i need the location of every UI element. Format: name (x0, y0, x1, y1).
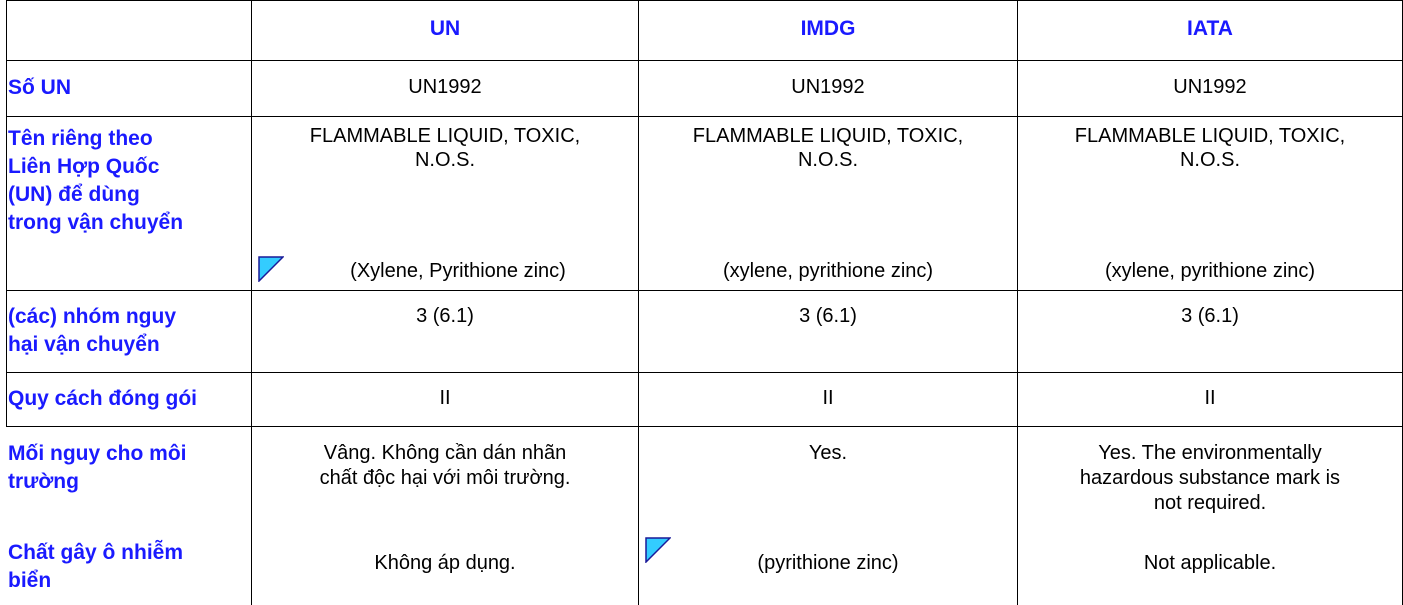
cell-line: FLAMMABLE LIQUID, TOXIC, (309, 125, 581, 147)
rule-col1 (251, 0, 252, 605)
marker-shape (645, 537, 671, 563)
label-un-number: Số UN (8, 76, 71, 99)
marine-pollutant-imdg: (pyrithione zinc) (757, 552, 899, 574)
packing-group-iata: II (1204, 387, 1216, 409)
rule-left (6, 0, 7, 427)
header-imdg: IMDG (800, 17, 856, 40)
hazard-class-iata: 3 (6.1) (1181, 305, 1239, 327)
header-iata: IATA (1187, 17, 1233, 40)
shipping-name-un-sub: (Xylene, Pyrithione zinc) (350, 260, 566, 282)
un-number-imdg: UN1992 (791, 76, 865, 98)
packing-group-imdg: II (822, 387, 834, 409)
rule-below-header (6, 60, 1403, 61)
rule-below-packing-group (6, 426, 1403, 427)
label-packing-group: Quy cách đóng gói (8, 387, 198, 410)
un-number-un: UN1992 (408, 76, 482, 98)
rule-col2 (638, 0, 639, 605)
marine-pollutant-triangle-icon (258, 256, 284, 282)
cell-line: N.O.S. (414, 149, 475, 171)
rule-below-un-number (6, 116, 1403, 117)
label-line: Mối nguy cho môi (8, 442, 187, 465)
cell-line: FLAMMABLE LIQUID, TOXIC, (1074, 125, 1346, 147)
marine-pollutant-triangle-icon (645, 537, 671, 563)
cell-line: N.O.S. (1179, 149, 1240, 171)
label-line: Chất gây ô nhiễm (8, 541, 184, 564)
label-line: (các) nhóm nguy (8, 305, 177, 328)
label-line: (UN) để dùng (8, 183, 140, 206)
rule-below-hazard-class (6, 372, 1403, 373)
packing-group-un: II (439, 387, 451, 409)
marine-pollutant-iata: Not applicable. (1143, 552, 1277, 574)
cell-line: hazardous substance mark is (1079, 467, 1341, 489)
header-un: UN (429, 17, 461, 40)
cell-line: chất độc hại với môi trường. (319, 467, 571, 489)
label-line: Liên Hợp Quốc (8, 155, 160, 178)
hazard-class-un: 3 (6.1) (416, 305, 474, 327)
cell-line: FLAMMABLE LIQUID, TOXIC, (692, 125, 964, 147)
label-line: hại vận chuyển (8, 333, 160, 356)
shipping-name-iata-sub: (xylene, pyrithione zinc) (1104, 260, 1316, 282)
hazard-class-imdg: 3 (6.1) (799, 305, 857, 327)
label-line: trong vận chuyển (8, 211, 184, 234)
cell-line: Vâng. Không cần dán nhãn (323, 442, 567, 464)
rule-top (6, 0, 1403, 1)
marine-pollutant-un: Không áp dụng. (374, 552, 516, 574)
cell-line: Yes. The environmentally (1098, 442, 1322, 464)
rule-col3 (1017, 0, 1018, 605)
cell-line: not required. (1153, 492, 1267, 514)
un-number-iata: UN1992 (1173, 76, 1247, 98)
label-line: trường (8, 470, 79, 493)
cell-line: Yes. (808, 442, 848, 464)
label-line: Tên riêng theo (8, 127, 153, 150)
label-line: biển (8, 569, 52, 592)
shipping-name-imdg-sub: (xylene, pyrithione zinc) (722, 260, 934, 282)
marker-shape (258, 256, 284, 282)
rule-below-shipping-name (6, 290, 1403, 291)
cell-line: N.O.S. (797, 149, 858, 171)
